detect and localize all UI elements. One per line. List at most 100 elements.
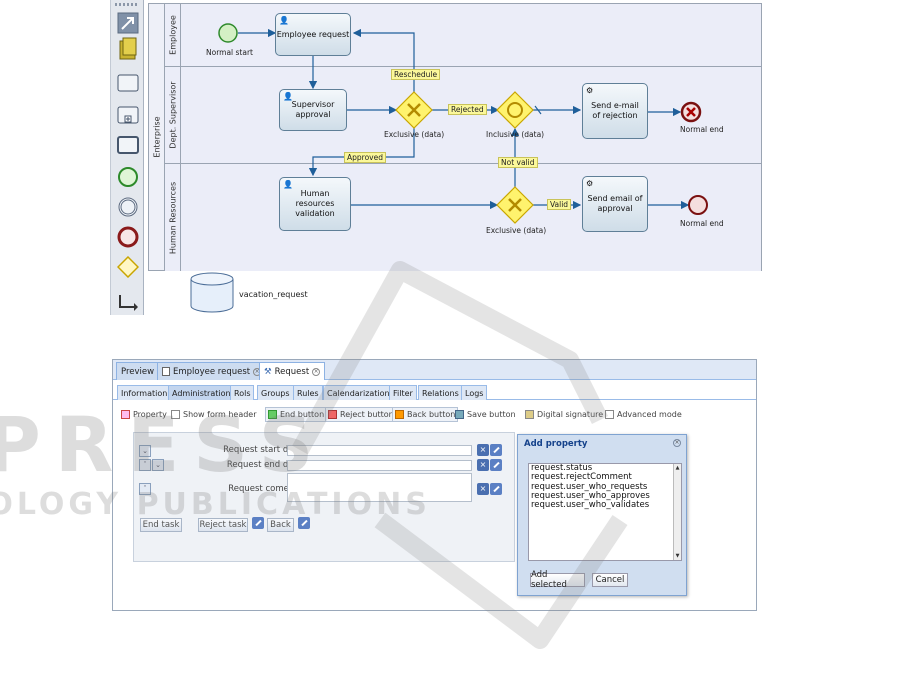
palette-connector-icon[interactable] [117,292,139,314]
tab-employee-request[interactable]: Employee request × [157,362,267,380]
tab-administration[interactable]: Administration [168,385,235,400]
start-event-icon [218,23,238,43]
edit-field-icon[interactable] [490,459,502,471]
user-task-icon: 👤 [283,92,293,101]
tab-relations[interactable]: Relations [418,385,463,400]
field-comments-textarea[interactable] [287,473,472,502]
close-icon[interactable]: × [312,367,321,376]
tab-calendarization[interactable]: Calendarization [323,385,394,400]
advanced-icon [605,410,614,419]
flow-label-not-valid[interactable]: Not valid [498,157,538,168]
list-item[interactable]: request.user_who_validates [531,500,650,511]
task-employee-request[interactable]: 👤Employee request [275,13,351,56]
list-item[interactable]: request.status [531,463,593,473]
back-button-toggle[interactable]: Back button [392,407,459,422]
datastore-icon [190,272,234,313]
check-icon [268,410,277,419]
form-icon [162,367,170,376]
palette-collapsed-pool-icon[interactable] [117,134,139,156]
palette-task-icon[interactable] [117,72,139,94]
exclusive-gateway-1-label: Exclusive (data) [384,130,445,139]
datastore-label: vacation_request [239,290,308,299]
back-button[interactable]: Back [267,518,294,532]
advanced-mode-toggle[interactable]: Advanced mode [603,407,684,422]
tab-preview[interactable]: Preview [116,362,160,380]
list-item[interactable]: request.user_who_approves [531,490,650,501]
listbox-scrollbar[interactable]: ▲ ▼ [673,464,681,560]
edit-button-icon[interactable] [252,517,264,529]
flow-label-rejected[interactable]: Rejected [448,104,487,115]
cancel-button[interactable]: Cancel [592,573,628,587]
flow-label-approved[interactable]: Approved [344,152,386,163]
enterprise-pool[interactable]: Enterprise Employee Dept. Supervisor Hum… [148,3,762,271]
palette-subprocess-icon[interactable] [117,104,139,126]
header-icon [171,410,180,419]
show-form-header-button[interactable]: Show form header [169,407,259,422]
dialog-title: Add property [524,439,588,449]
palette-select-tool-icon[interactable] [117,12,139,34]
move-down-icon[interactable]: ⌄ [152,459,164,471]
tab-filter[interactable]: Filter [389,385,417,400]
end-button-toggle[interactable]: End button [265,407,328,422]
lane-employee[interactable]: Employee [165,4,761,67]
move-down-icon[interactable]: ⌄ [139,445,151,457]
digital-signature-toggle[interactable]: Digital signature [523,407,605,422]
end-task-button[interactable]: End task [140,518,182,532]
tab-information[interactable]: Information [117,385,172,400]
close-icon[interactable]: × [673,439,681,447]
save-button-toggle[interactable]: Save button [453,407,518,422]
task-hr-validation[interactable]: 👤Human resources validation [279,177,351,231]
palette-gateway-icon[interactable] [117,256,139,278]
edit-field-icon[interactable] [490,444,502,456]
scroll-down-icon[interactable]: ▼ [675,553,680,559]
tab-logs[interactable]: Logs [461,385,488,400]
service-task-gear-icon: ⚙ [586,179,594,188]
end-event-approval-label: Normal end [680,219,724,228]
editor-tabbar: Preview Employee request × ⚒ Request × [113,360,756,380]
tab-rols[interactable]: Rols [230,385,255,400]
move-up-icon[interactable]: ˆ [139,483,151,495]
list-item[interactable]: request.user_who_requests [531,481,648,492]
move-up-icon[interactable]: ˆ [139,459,151,471]
task-send-rejection[interactable]: ⚙Send e-mail of rejection [582,83,648,139]
tab-groups[interactable]: Groups [257,385,294,400]
delete-field-icon[interactable]: × [477,444,489,456]
flow-label-valid[interactable]: Valid [547,199,572,210]
palette-start-event-icon[interactable] [117,166,139,188]
tab-request[interactable]: ⚒ Request × [259,362,326,380]
form-designer: Preview Employee request × ⚒ Request × I… [112,359,757,611]
back-icon [395,410,404,419]
user-task-icon: 👤 [283,180,293,189]
field-label-end-date: Request end date [226,460,302,470]
bpmn-canvas[interactable]: Enterprise Employee Dept. Supervisor Hum… [146,0,764,315]
task-send-approval[interactable]: ⚙Send email of approval [582,176,648,232]
palette-grip[interactable] [115,3,139,6]
save-icon [455,410,464,419]
form-canvas[interactable]: ⌄ Request start date × ˆ ⌄ Request end d… [133,432,515,562]
lane-dept-supervisor[interactable]: Dept. Supervisor [165,67,761,164]
bpmn-palette [110,0,144,315]
task-supervisor-approval[interactable]: 👤Supervisor approval [279,89,347,131]
end-event-rejection-label: Normal end [680,125,724,134]
palette-end-event-icon[interactable] [117,226,139,248]
edit-button-icon[interactable] [298,517,310,529]
exclusive-gateway-2-label: Exclusive (data) [486,226,547,235]
delete-field-icon[interactable]: × [477,459,489,471]
delete-field-icon[interactable]: × [477,483,489,495]
field-start-date-input[interactable] [287,445,472,456]
lane-human-resources[interactable]: Human Resources [165,164,761,271]
reject-icon [328,410,337,419]
palette-intermediate-event-icon[interactable] [117,196,139,218]
property-listbox[interactable]: request.status request.rejectComment req… [528,463,682,561]
property-button[interactable]: Property [119,407,169,422]
add-selected-button[interactable]: Add selected [530,570,585,590]
palette-documents-icon[interactable] [117,37,139,60]
scroll-up-icon[interactable]: ▲ [675,465,680,471]
field-end-date-input[interactable] [287,460,472,471]
reject-task-button[interactable]: Reject task [198,518,248,532]
tab-rules[interactable]: Rules [293,385,323,400]
flow-label-reschedule[interactable]: Reschedule [391,69,441,80]
reject-button-toggle[interactable]: Reject button [325,407,397,422]
list-item[interactable]: request.rejectComment [531,472,632,483]
edit-field-icon[interactable] [490,483,502,495]
